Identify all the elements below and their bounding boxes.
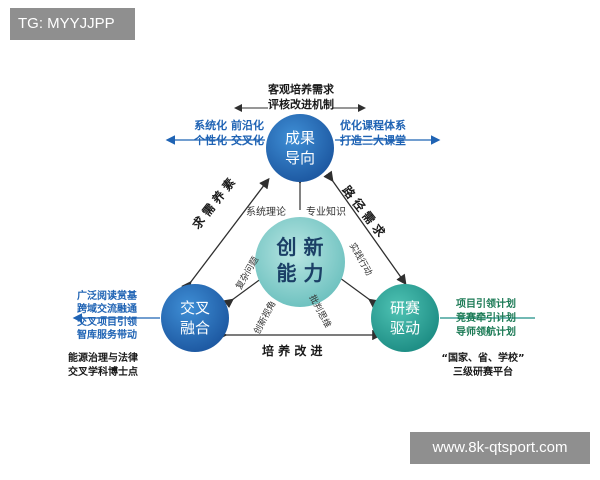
right-node [371, 284, 439, 352]
top-left-notes: 系统化 前沿化 个性化 交叉化 [194, 119, 264, 147]
edge-arrow-left [181, 177, 270, 293]
spoke-left [223, 277, 263, 309]
top-right-notes: 优化课程体系 打造三大课堂 [340, 119, 406, 147]
left-node-label: 交叉 融合 [179, 299, 210, 337]
list-item: 项目引领计划 [456, 299, 516, 310]
spoke-right [339, 277, 379, 309]
right-list: 项目引领计划 竞赛牵引计划 导师领航计划 [456, 298, 516, 340]
top-node-label: 成果 导向 [284, 129, 315, 167]
right-node-label: 研赛 驱动 [389, 299, 420, 337]
inner-label-top-right: 专业知识 [306, 207, 346, 218]
list-item: 交叉项目引领 [77, 317, 137, 328]
edge-arrow-right [323, 170, 407, 286]
list-item: 智库服务带动 [77, 330, 137, 341]
edge-label-bottom: 培 养 改 进 [262, 344, 323, 358]
center-node [255, 217, 345, 307]
top-node [266, 114, 334, 182]
watermark-label: www.8k-qtsport.com [410, 432, 590, 464]
list-item: 导师领航计划 [456, 327, 516, 338]
center-node-label: 创 新 能 力 [276, 235, 324, 285]
list-item: 竞赛牵引计划 [456, 313, 516, 324]
left-bottom-notes: 能源治理与法律 交叉学科博士点 [68, 353, 138, 378]
list-item: 广泛阅读赏基 [77, 291, 137, 302]
left-node [161, 284, 229, 352]
left-list: 广泛阅读赏基 跨域交流融通 交叉项目引领 智库服务带动 [77, 290, 137, 342]
list-item: 跨域交流融通 [77, 304, 137, 315]
right-bottom-notes: “国家、省、学校” 三级研赛平台 [441, 353, 525, 378]
top-notes: 客观培养需求 评核改进机制 [268, 83, 334, 111]
tag-label: TG: MYYJJPP [10, 8, 135, 40]
inner-label-top-left: 系统理论 [246, 207, 286, 218]
